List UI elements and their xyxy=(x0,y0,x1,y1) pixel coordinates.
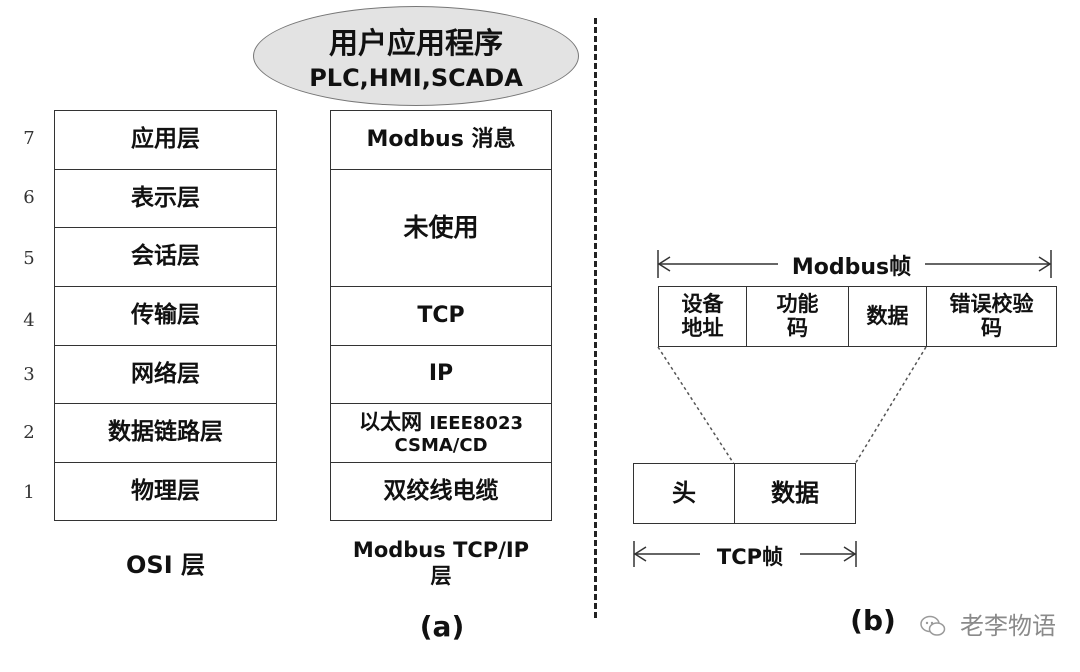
figure-label-a: (a) xyxy=(419,610,465,643)
modbus-frame-arrowhead-left xyxy=(657,256,671,272)
figure-label-b: (b) xyxy=(850,604,896,637)
osi-layer-label: 物理层 xyxy=(131,477,200,504)
modbus-ethernet-layer: 以太网 IEEE8023 CSMA/CD xyxy=(330,403,552,463)
modbus-field-data: 数据 xyxy=(848,286,927,347)
osi-layer-label: 网络层 xyxy=(131,360,200,387)
ethernet-line-2: CSMA/CD xyxy=(394,434,488,456)
osi-layer-transport: 传输层 xyxy=(54,286,277,346)
watermark-text: 老李物语 xyxy=(960,612,1056,640)
modbus-stack-caption: Modbus TCP/IP 层 xyxy=(330,537,552,590)
osi-layer-session: 会话层 xyxy=(54,227,277,287)
modbus-layer-label: TCP xyxy=(417,302,465,328)
osi-layer-number-2: 2 xyxy=(23,422,35,443)
modbus-message-layer: Modbus 消息 xyxy=(330,110,552,170)
ethernet-line-1: 以太网 IEEE8023 xyxy=(359,409,523,434)
osi-layer-number-1: 1 xyxy=(23,482,35,503)
osi-layer-number-6: 6 xyxy=(23,187,35,208)
tcp-data-label: 数据 xyxy=(771,479,819,508)
modbus-unused-layer: 未使用 xyxy=(330,169,552,287)
modbus-frame-arrowhead-right xyxy=(1038,256,1052,272)
osi-layer-number-7: 7 xyxy=(23,128,35,149)
tcp-frame-header: 头 xyxy=(633,463,735,524)
osi-layer-number-3: 3 xyxy=(23,364,35,385)
ethernet-label: 以太网 xyxy=(359,409,422,434)
modbus-layer-label: Modbus 消息 xyxy=(366,126,516,152)
field-line-1: 错误校验 xyxy=(949,292,1034,317)
modbus-field-error-check: 错误校验 码 xyxy=(926,286,1057,347)
modbus-stack-caption-line1: Modbus TCP/IP xyxy=(352,538,530,562)
connector-right-dotted xyxy=(854,346,927,465)
field-line-1: 数据 xyxy=(866,303,909,328)
modbus-physical-layer: 双绞线电缆 xyxy=(330,462,552,521)
ethernet-standard: IEEE8023 xyxy=(429,412,523,434)
osi-layer-physical: 物理层 xyxy=(54,462,277,521)
modbus-layer-label: 双绞线电缆 xyxy=(383,477,499,504)
field-line-2: 码 xyxy=(787,315,808,340)
tcp-frame-arrowhead-left xyxy=(633,546,647,562)
modbus-stack-caption-line2: 层 xyxy=(430,564,452,589)
osi-layer-label: 应用层 xyxy=(131,126,200,153)
tcp-frame-data: 数据 xyxy=(734,463,856,524)
wechat-icon xyxy=(920,615,946,637)
osi-layer-presentation: 表示层 xyxy=(54,169,277,228)
field-line-2: 码 xyxy=(981,315,1002,340)
osi-layer-label: 会话层 xyxy=(131,243,200,270)
connector-left-dotted xyxy=(657,346,735,465)
tcp-frame-title: TCP帧 xyxy=(716,545,784,569)
user-application-title: 用户应用程序 xyxy=(328,26,503,60)
tcp-frame-arrowhead-right xyxy=(843,546,857,562)
osi-caption: OSI 层 xyxy=(126,551,205,579)
modbus-field-function-code: 功能 码 xyxy=(746,286,849,347)
modbus-tcp-layer: TCP xyxy=(330,286,552,346)
tcp-header-label: 头 xyxy=(672,479,696,508)
osi-layer-label: 表示层 xyxy=(131,184,200,211)
osi-layer-number-4: 4 xyxy=(23,310,35,331)
osi-layer-data-link: 数据链路层 xyxy=(54,403,277,463)
osi-layer-label: 传输层 xyxy=(131,302,200,329)
osi-layer-number-5: 5 xyxy=(23,248,35,269)
field-line-1: 设备 xyxy=(681,292,724,317)
modbus-ip-layer: IP xyxy=(330,345,552,404)
field-line-2: 地址 xyxy=(681,315,724,340)
modbus-field-device-address: 设备 地址 xyxy=(658,286,747,347)
modbus-layer-label: 未使用 xyxy=(403,213,479,243)
modbus-layer-label: IP xyxy=(428,361,454,387)
modbus-frame-title: Modbus帧 xyxy=(791,255,912,280)
user-application-subtitle: PLC,HMI,SCADA xyxy=(309,64,523,92)
osi-layer-label: 数据链路层 xyxy=(108,419,223,446)
watermark: 老李物语 xyxy=(920,606,1056,641)
section-divider xyxy=(594,18,597,618)
field-line-1: 功能 xyxy=(776,292,819,317)
user-application-ellipse: 用户应用程序 PLC,HMI,SCADA xyxy=(253,6,579,106)
